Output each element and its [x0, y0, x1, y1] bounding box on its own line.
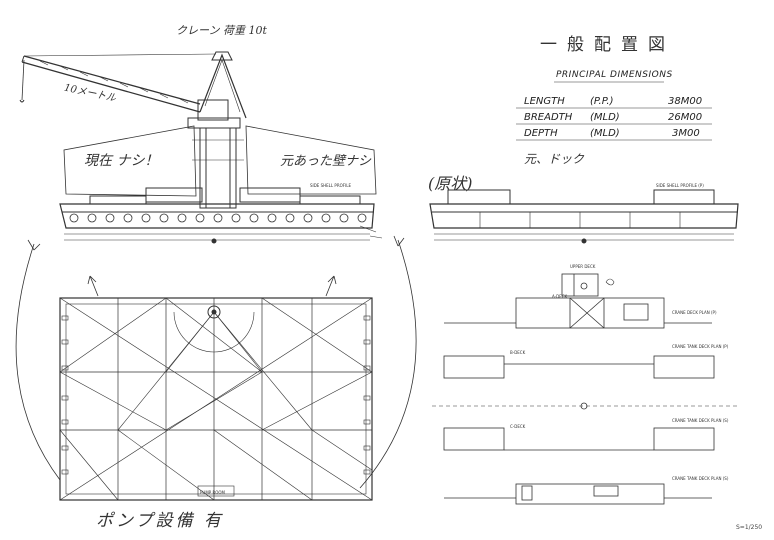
dim-value-length: 38M00	[668, 96, 703, 107]
dim-name-breadth: BREADTH	[524, 112, 573, 123]
a-deck-label: A-DECK	[552, 294, 568, 299]
right-profile-label: SIDE SHELL PROFILE (P)	[656, 183, 704, 188]
scale-label: S=1/250	[736, 524, 763, 531]
swing-arc-left	[15, 243, 61, 481]
deck-plan-view	[59, 275, 373, 501]
original-state-note: (原状)	[428, 174, 473, 193]
dim-name-length: LENGTH	[524, 96, 565, 107]
crane-load-note: クレーン 荷重 10t	[176, 24, 267, 37]
deck-plan-3-label: CRANE TANK DECK PLAN (S)	[672, 418, 729, 423]
deck-plan-4-label: CRANE TANK DECK PLAN (S)	[672, 476, 729, 481]
left-elevation	[19, 51, 383, 244]
drawing-title: 一般配置図	[540, 35, 675, 55]
note-original-dock: 元、ドック	[524, 152, 585, 166]
pump-room-label: PUMP ROOM	[200, 490, 226, 495]
left-profile-label: SIDE SHELL PROFILE	[310, 183, 351, 188]
deck-plan-2-label: CRANE TANK DECK PLAN (P)	[672, 344, 729, 349]
dim-unit-length: (P.P.)	[590, 96, 614, 107]
right-deck-plans	[432, 273, 738, 505]
right-profile-view	[429, 189, 739, 244]
pump-equipment-note: ポンプ設備 有	[96, 511, 224, 531]
principal-dims-rules	[516, 81, 712, 141]
upper-deck-label: UPPER DECK	[570, 264, 596, 269]
principal-dimensions-heading: PRINCIPAL DIMENSIONS	[556, 70, 673, 80]
c-deck-label: C-DECK	[510, 424, 526, 429]
dim-unit-depth: (MLD)	[590, 128, 620, 139]
dim-unit-breadth: (MLD)	[590, 112, 620, 123]
b-deck-label: B-DECK	[510, 350, 526, 355]
dim-value-breadth: 26M00	[668, 112, 703, 123]
dim-name-depth: DEPTH	[524, 128, 558, 139]
swing-arc-right	[359, 239, 417, 489]
former-wall-note: 元あった壁ナシ	[280, 154, 372, 169]
dim-value-depth: 3M00	[672, 128, 700, 139]
deck-plan-1-label: CRANE DECK PLAN (P)	[672, 310, 717, 315]
current-none-note: 現在 ナシ！	[84, 153, 159, 169]
